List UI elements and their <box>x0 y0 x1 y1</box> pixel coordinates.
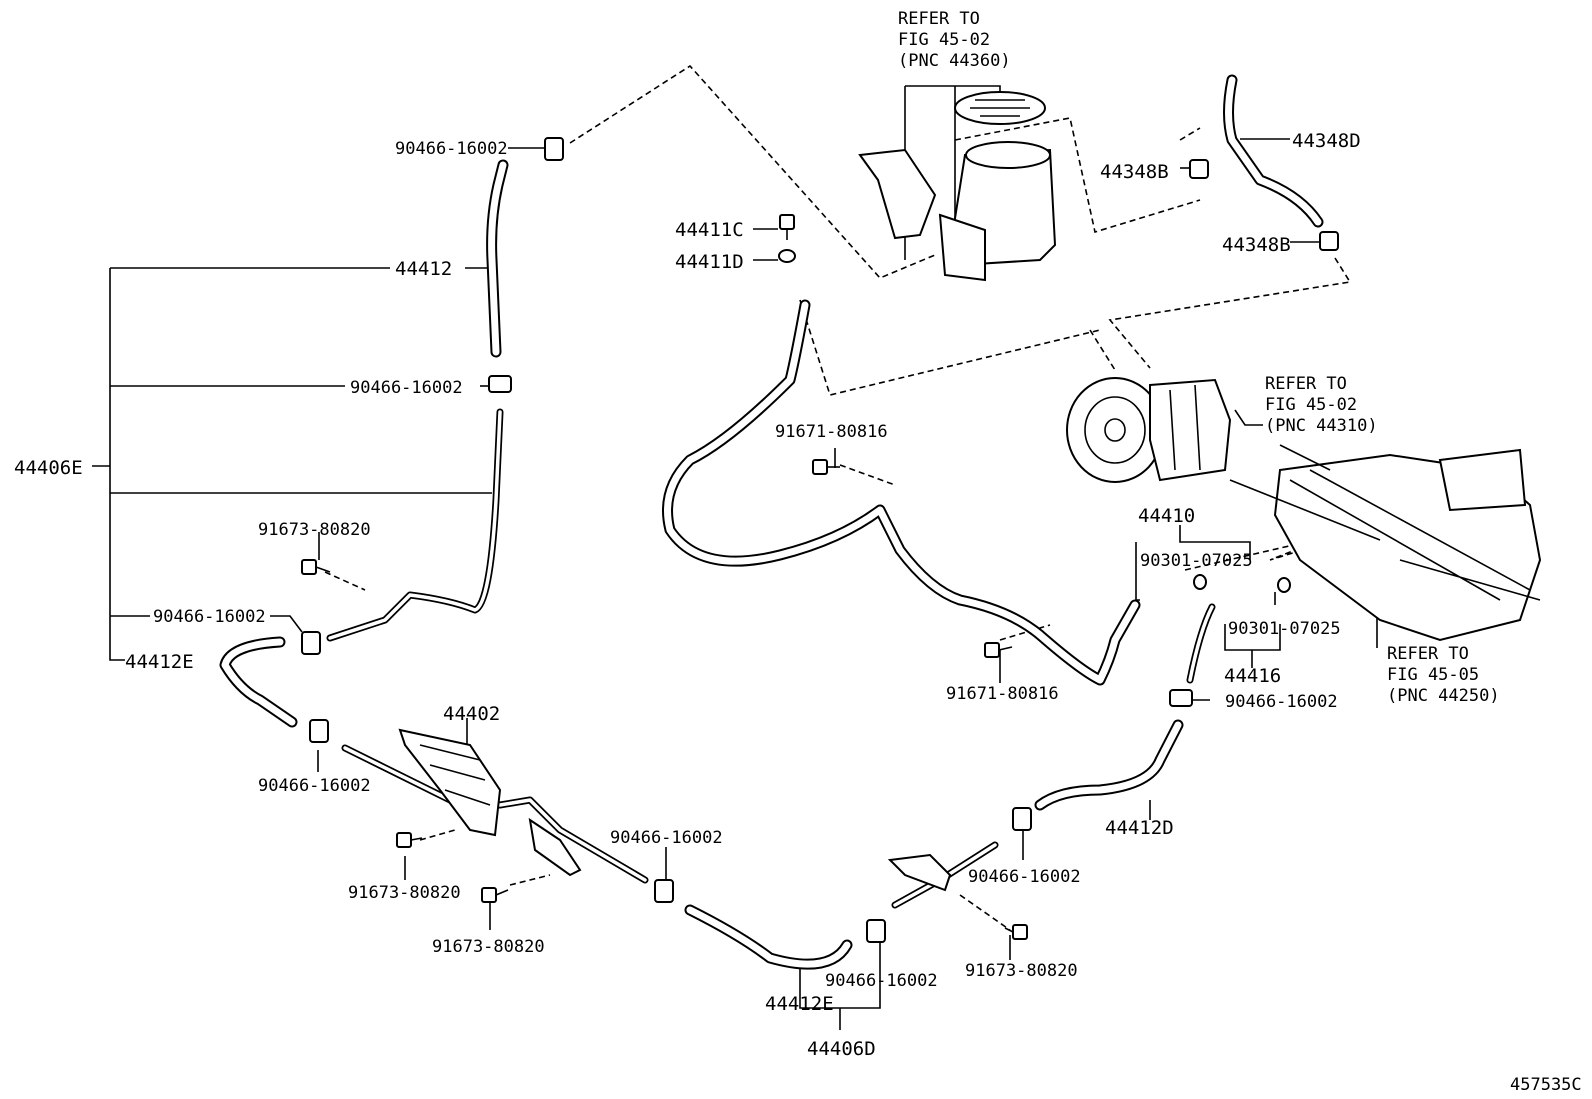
bolt-center-top-icon <box>812 459 840 475</box>
refer-pump-line2: FIG 45-02 <box>1265 395 1357 415</box>
bolt-cooler-1-icon <box>396 832 423 848</box>
label-bolt-44411C: 44411C <box>675 219 744 241</box>
tube-44416 <box>1186 603 1216 684</box>
refer-gear-line2: FIG 45-05 <box>1387 665 1479 685</box>
label-clamp-mid: 90466-16002 <box>350 378 463 398</box>
label-cooler-44402: 44402 <box>443 703 500 725</box>
clamp-lower-left-icon <box>309 719 329 743</box>
clamp-right-icon <box>1012 807 1032 831</box>
hose-44412E-bottom <box>684 904 853 970</box>
refer-gear-line3: (PNC 44250) <box>1387 686 1500 706</box>
label-tube-44410: 44410 <box>1138 505 1195 527</box>
label-bolt-center-top: 91671-80816 <box>775 422 888 442</box>
gasket-44411D-icon <box>778 249 796 263</box>
clamps <box>301 137 1339 943</box>
bolt-center-bottom-icon <box>984 642 1013 658</box>
label-gasket-right: 90301-07025 <box>1228 619 1341 639</box>
label-bolt-center-bottom: 91671-80816 <box>946 684 1059 704</box>
label-gasket-left: 90301-07025 <box>1140 551 1253 571</box>
label-clamp-center: 90466-16002 <box>610 828 723 848</box>
refer-reservoir-line2: FIG 45-02 <box>898 30 990 50</box>
refer-reservoir-line3: (PNC 44360) <box>898 51 1011 71</box>
text-labels: REFER TO FIG 45-02 (PNC 44360) REFER TO … <box>14 9 1582 1095</box>
label-bolt-left: 91673-80820 <box>258 520 371 540</box>
label-assy-44406E: 44406E <box>14 457 83 479</box>
refer-pump-line1: REFER TO <box>1265 374 1347 394</box>
label-bolt-cooler-2: 91673-80820 <box>432 937 545 957</box>
clamp-top-icon <box>544 137 564 161</box>
label-hose-44412E-bottom: 44412E <box>765 993 834 1015</box>
bolt-44411C-icon <box>779 214 795 240</box>
label-hose-44412D: 44412D <box>1105 817 1174 839</box>
label-hose-44412: 44412 <box>395 258 452 280</box>
bolt-left-icon <box>301 559 331 575</box>
clamp-44348B-top-icon <box>1189 159 1209 179</box>
pressure-tube <box>662 299 1141 686</box>
label-tube-44416: 44416 <box>1224 665 1281 687</box>
label-hose-44412E-left: 44412E <box>125 651 194 673</box>
label-bolt-cooler-1: 91673-80820 <box>348 883 461 903</box>
label-clamp-bottom: 90466-16002 <box>825 971 938 991</box>
clamp-44348B-bottom-icon <box>1319 231 1339 251</box>
label-assy-44406D: 44406D <box>807 1038 876 1060</box>
figure-number: 457535C <box>1510 1075 1582 1095</box>
bolts <box>301 214 1291 940</box>
label-clamp-44348B-top: 44348B <box>1100 161 1169 183</box>
clamp-far-right-icon <box>1169 689 1193 707</box>
bolt-bottom-right-icon <box>1004 924 1028 940</box>
label-clamp-44348B-bottom: 44348B <box>1222 234 1291 256</box>
power-steering-pump <box>1066 377 1232 483</box>
label-clamp-lower-left: 90466-16002 <box>258 776 371 796</box>
label-clamp-far-right: 90466-16002 <box>1225 692 1338 712</box>
oil-cooler-44402 <box>398 728 952 892</box>
refer-reservoir-line1: REFER TO <box>898 9 980 29</box>
reservoir <box>858 91 1057 282</box>
clamp-mid-icon <box>488 375 512 393</box>
label-hose-44348D: 44348D <box>1292 130 1361 152</box>
bolt-cooler-2-icon <box>481 887 509 903</box>
clamp-left-icon <box>301 631 321 655</box>
refer-pump-line3: (PNC 44310) <box>1265 416 1378 436</box>
refer-gear-line1: REFER TO <box>1387 644 1469 664</box>
label-clamp-right: 90466-16002 <box>968 867 1081 887</box>
gasket-left-icon <box>1193 574 1207 590</box>
label-clamp-top: 90466-16002 <box>395 139 508 159</box>
hose-44412D <box>1034 719 1184 811</box>
label-clamp-left: 90466-16002 <box>153 607 266 627</box>
label-bolt-bottom-right: 91673-80820 <box>965 961 1078 981</box>
hose-44412-lower <box>326 408 504 642</box>
steering-gear <box>1229 444 1542 642</box>
label-gasket-44411D: 44411D <box>675 251 744 273</box>
hose-44348D <box>1223 74 1324 228</box>
hose-44412E-left <box>219 636 298 728</box>
dashed-connectors <box>324 64 1496 931</box>
clamp-bottom-icon <box>866 919 886 943</box>
gasket-right-icon <box>1277 577 1291 593</box>
clamp-center-icon <box>654 879 674 903</box>
hose-44412 <box>486 159 509 358</box>
